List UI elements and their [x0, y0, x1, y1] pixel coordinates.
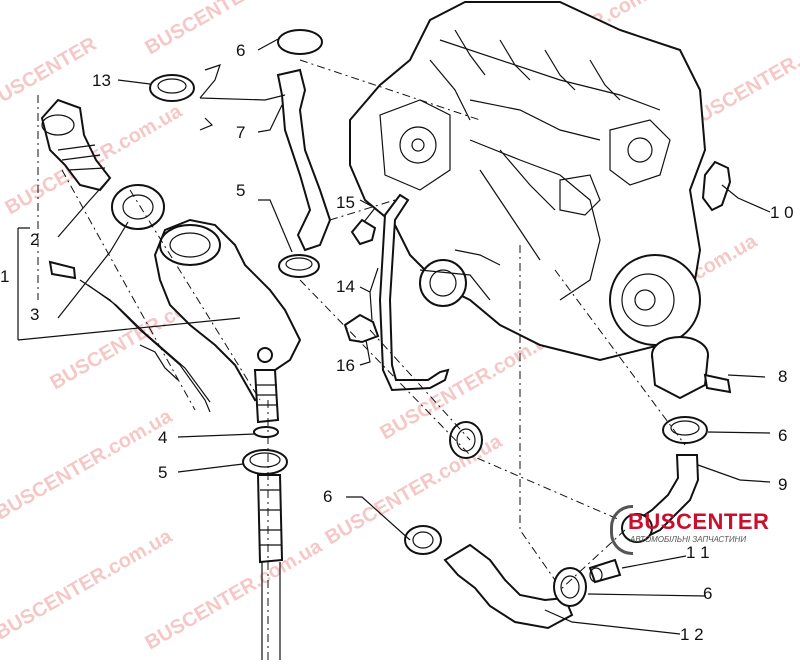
o-ring: [253, 426, 279, 438]
callout-2: 2: [30, 230, 39, 249]
watermark-text: BUSCENTER.com.ua: [142, 535, 327, 655]
callout-16: 16: [336, 356, 355, 375]
connector-tube: [588, 558, 622, 584]
hose-clamp: [404, 525, 442, 555]
seal-ring: [111, 184, 165, 230]
callout-6: 6: [703, 584, 712, 603]
hose-clamp: [449, 421, 483, 459]
callout-13: 13: [92, 71, 111, 90]
alignment-lines: [37, 59, 686, 660]
pressure-valve: [651, 336, 732, 400]
leader-lines: [17, 37, 771, 635]
callout-14: 14: [336, 277, 355, 296]
breather-hose: [276, 29, 332, 278]
watermark-text: BUSCENTER.com.ua: [0, 405, 176, 525]
hose-clamp: [242, 449, 288, 475]
small-clamp: [149, 74, 195, 102]
watermark-text: BUSCENTER: [0, 33, 101, 115]
callout-11: 1 1: [686, 543, 710, 562]
brand-subtitle: АВТОМОБІЛЬНІ ЗАПЧАСТИНИ: [630, 535, 747, 544]
callout-7: 7: [236, 123, 245, 142]
watermark-text: BUSCENTER.com.ua: [0, 525, 176, 645]
callout-10: 1 0: [770, 203, 794, 222]
callout-6: 6: [323, 487, 332, 506]
breather-separator: [153, 218, 302, 424]
callout-5: 5: [158, 463, 167, 482]
brand-logo: BUSCENTER АВТОМОБІЛЬНІ ЗАПЧАСТИНИ: [606, 505, 796, 555]
brand-name: BUSCENTER: [628, 509, 770, 534]
callout-6: 6: [236, 41, 245, 60]
oil-filler-cap: [40, 98, 112, 192]
sensor-plug: [701, 160, 732, 212]
callout-4: 4: [158, 428, 167, 447]
pipe-section: [256, 474, 284, 660]
callout-5: 5: [236, 181, 245, 200]
callout-1: 1: [0, 267, 9, 286]
callout-8: 8: [778, 367, 787, 386]
callout-9: 9: [778, 475, 787, 494]
hose-clamp: [662, 416, 708, 444]
callout-6: 6: [778, 426, 787, 445]
callout-15: 15: [336, 193, 355, 212]
lower-hose: [443, 543, 574, 630]
engine-block: [349, 0, 707, 362]
hose-clamp: [553, 567, 587, 607]
callout-3: 3: [30, 305, 39, 324]
callout-labels: 1 2 3 4 5 5 6 6 6 6 7 8 9 1 0 1 1 1 2 13…: [0, 41, 794, 644]
callout-12: 1 2: [680, 625, 704, 644]
